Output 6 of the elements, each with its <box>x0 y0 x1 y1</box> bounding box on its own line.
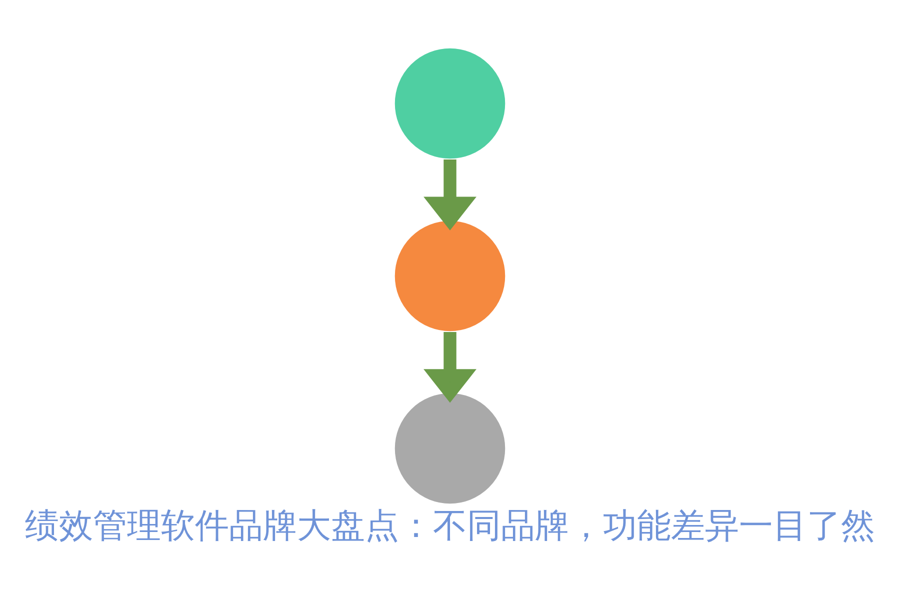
arrow <box>424 332 476 403</box>
caption: 绩效管理软件品牌大盘点：不同品牌，功能差异一目了然 <box>25 506 875 546</box>
arrow <box>424 160 476 230</box>
node-circle <box>393 46 507 160</box>
node-circle <box>393 219 507 333</box>
node-circle <box>393 392 507 505</box>
